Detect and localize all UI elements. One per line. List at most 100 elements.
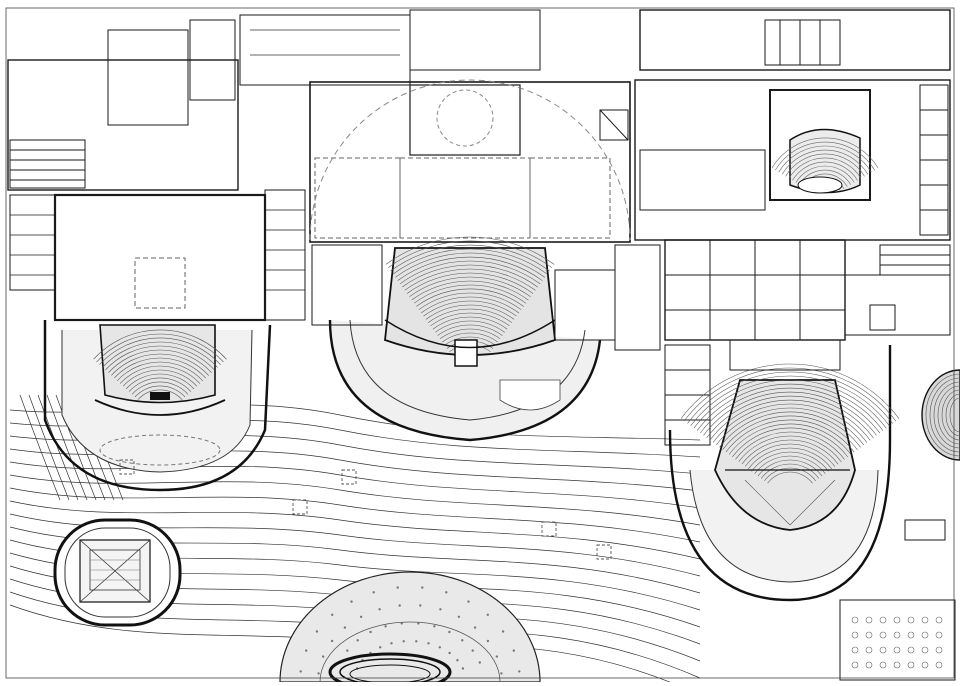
- column-dot: [512, 649, 515, 652]
- seat-row: [134, 385, 186, 398]
- seat-row: [732, 427, 849, 458]
- seat-row: [719, 411, 861, 448]
- seat-row: [395, 252, 546, 278]
- rotunda-line: [949, 397, 960, 433]
- terrace-table: [907, 631, 915, 639]
- terrace-table: [893, 631, 901, 639]
- column-dot: [415, 640, 418, 643]
- seat-row: [712, 403, 868, 443]
- column-dot: [372, 591, 375, 594]
- seat-row: [421, 296, 520, 314]
- right-theater: [668, 339, 900, 602]
- terrace-table: [879, 616, 887, 624]
- seat-row: [741, 439, 839, 465]
- column-dot: [467, 600, 470, 603]
- terrace-table: [907, 661, 915, 669]
- column-dot: [390, 642, 393, 645]
- sheet-border: [5, 7, 955, 679]
- terrace-table: [893, 661, 901, 669]
- seat-row: [703, 391, 877, 436]
- seat-row: [385, 236, 555, 265]
- seat-row: [771, 137, 879, 169]
- column-dot: [350, 600, 353, 603]
- seat-row: [411, 280, 529, 301]
- terrace-table: [893, 616, 901, 624]
- seat-row: [416, 288, 524, 307]
- seat-row: [437, 324, 503, 336]
- column-dot: [305, 649, 308, 652]
- seat-row: [102, 341, 218, 368]
- bottom-right-terrace: [839, 244, 956, 681]
- left-theater: [43, 320, 272, 492]
- column-dot: [419, 604, 422, 607]
- oval-pavilion: [53, 518, 182, 627]
- column-dot: [439, 608, 442, 611]
- column-dot: [359, 615, 363, 618]
- contour-line: [9, 500, 701, 560]
- seat-row: [706, 395, 874, 439]
- seat-row: [444, 336, 496, 346]
- seat-row: [428, 308, 513, 323]
- rotunda-line: [933, 381, 960, 449]
- terrace-table: [851, 631, 859, 639]
- column-dot: [427, 642, 430, 645]
- column-dot: [346, 649, 349, 652]
- seat-row: [122, 369, 198, 387]
- seat-row: [799, 169, 851, 185]
- seat-row: [696, 383, 884, 431]
- column-dot: [315, 630, 319, 633]
- seat-row: [390, 244, 550, 272]
- central-main-building: [309, 79, 631, 243]
- column-dot: [343, 626, 347, 629]
- seat-row: [754, 455, 826, 474]
- seat-row: [137, 389, 183, 401]
- seat-row: [116, 361, 204, 382]
- seat-row: [725, 419, 855, 453]
- seat-row: [775, 141, 875, 171]
- terrace-table: [921, 646, 929, 654]
- contour-line: [9, 487, 701, 543]
- terrace-table: [907, 616, 915, 624]
- seat-row: [413, 284, 527, 304]
- seat-row: [439, 328, 501, 340]
- plaza-markers: [119, 459, 612, 560]
- seat-row: [388, 240, 553, 268]
- column-dot: [417, 622, 420, 625]
- terrace-table: [921, 616, 929, 624]
- seat-row: [406, 272, 534, 294]
- seat-row: [397, 256, 543, 281]
- seat-row: [788, 157, 862, 179]
- terrace-table: [865, 616, 873, 624]
- rotunda-line: [925, 373, 960, 457]
- column-dot: [369, 630, 372, 634]
- column-dot: [378, 608, 381, 611]
- terrace-table: [935, 661, 943, 669]
- seat-row: [96, 333, 224, 363]
- seat-row: [728, 423, 852, 455]
- column-dot: [384, 625, 387, 628]
- terrace-table: [921, 631, 929, 639]
- seat-row: [716, 407, 865, 446]
- terrace-table: [935, 616, 943, 624]
- column-dot: [379, 646, 382, 649]
- seat-row: [683, 367, 897, 422]
- seat-row: [99, 337, 221, 365]
- column-dot: [471, 649, 474, 652]
- top-left-wing: [7, 9, 541, 191]
- seat-row: [425, 304, 515, 320]
- seat-row: [432, 316, 508, 330]
- left-theater-seating: [93, 329, 227, 401]
- top-right-wing: [634, 9, 951, 276]
- seat-row: [119, 365, 201, 384]
- rotunda-line: [941, 389, 960, 441]
- seat-row: [700, 387, 881, 434]
- column-dot: [486, 613, 489, 616]
- column-dot: [486, 639, 490, 643]
- seat-row: [744, 443, 836, 467]
- dome-column-dots: [299, 586, 521, 675]
- column-dot: [322, 655, 325, 658]
- seat-row: [131, 381, 189, 395]
- contour-line: [9, 461, 701, 509]
- contour-line: [46, 394, 88, 501]
